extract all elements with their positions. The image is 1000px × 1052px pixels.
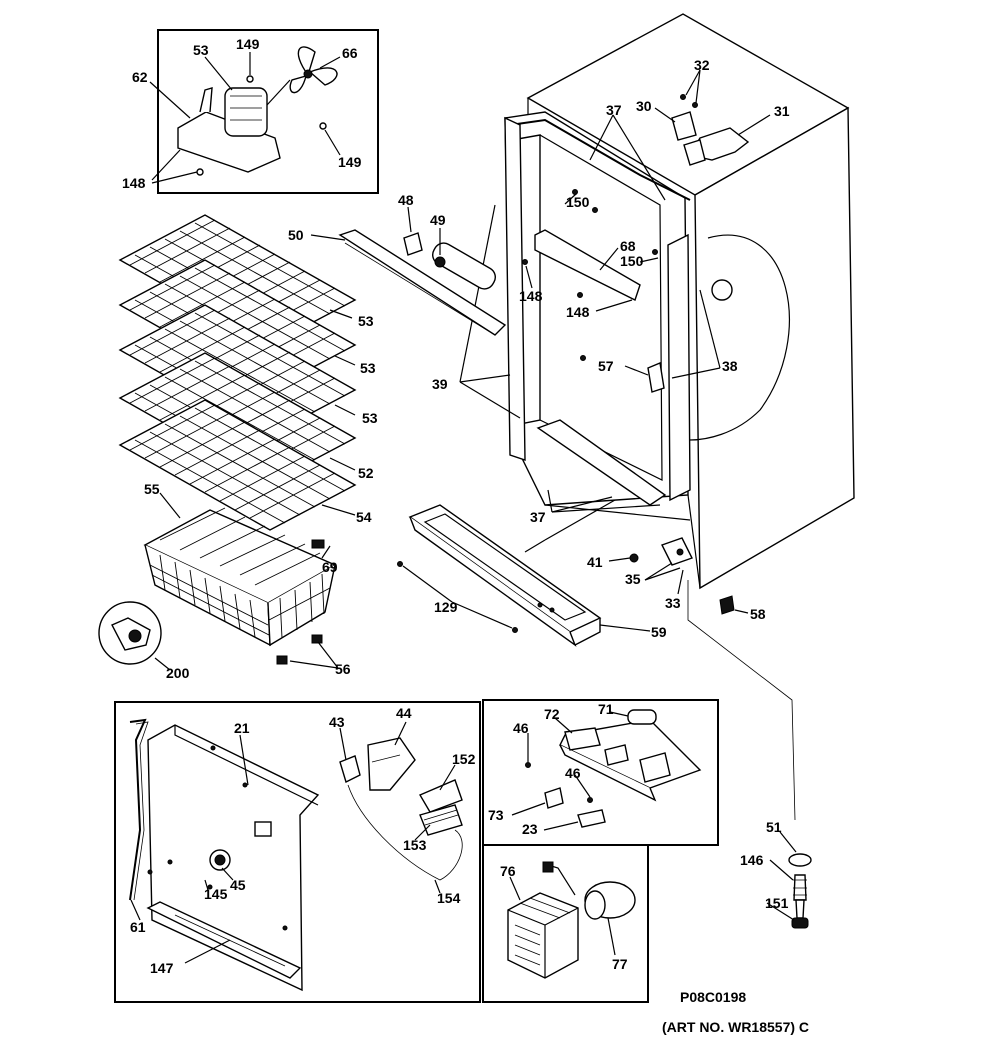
label-145: 145	[204, 886, 228, 902]
label-37b: 37	[530, 509, 546, 525]
label-66: 66	[342, 45, 358, 61]
label-33: 33	[665, 595, 681, 611]
label-200: 200	[166, 665, 190, 681]
label-71: 71	[598, 701, 614, 717]
label-62: 62	[132, 69, 148, 85]
label-52: 52	[358, 465, 374, 481]
label-72: 72	[544, 706, 560, 722]
freezer-cabinet	[504, 13, 855, 590]
label-57: 57	[598, 358, 614, 374]
shelf-5	[118, 399, 357, 531]
label-45: 45	[230, 877, 246, 893]
label-150b: 150	[620, 253, 644, 269]
label-69: 69	[322, 559, 338, 575]
label-151: 151	[765, 895, 789, 911]
label-61: 61	[130, 919, 146, 935]
label-148a: 148	[122, 175, 146, 191]
label-147: 147	[150, 960, 174, 976]
label-149b: 149	[338, 154, 362, 170]
evaporator-cover-inset: 21 43 44 152 153 154 145 45 61 147	[114, 701, 481, 1003]
thermostat-assembly: 32 30 31	[636, 57, 790, 166]
label-32: 32	[694, 57, 710, 73]
label-53c: 53	[360, 360, 376, 376]
label-54: 54	[356, 509, 372, 525]
light-assembly: 48 49 50	[288, 192, 507, 336]
label-35: 35	[625, 571, 641, 587]
kickplate: 129 59	[397, 499, 667, 647]
label-146: 146	[740, 852, 764, 868]
label-153: 153	[403, 837, 427, 853]
label-53a: 53	[193, 42, 209, 58]
label-46b: 46	[565, 765, 581, 781]
art-number: (ART NO. WR18557) C	[662, 1019, 809, 1035]
label-77: 77	[612, 956, 628, 972]
fan-motor-inset: 53 149 66 62 149 148	[122, 29, 379, 194]
label-152: 152	[452, 751, 476, 767]
control-box-inset: 46 72 71 46 73 23	[482, 699, 719, 846]
label-148c: 148	[566, 304, 590, 320]
label-53d: 53	[362, 410, 378, 426]
wire-shelves: 53 53 53 52 54	[118, 214, 378, 531]
label-30: 30	[636, 98, 652, 114]
label-43: 43	[329, 714, 345, 730]
label-58: 58	[750, 606, 766, 622]
freezer-basket: 55 69 56	[143, 481, 351, 677]
label-55: 55	[144, 481, 160, 497]
label-76: 76	[500, 863, 516, 879]
label-38: 38	[722, 358, 738, 374]
label-56: 56	[335, 661, 351, 677]
label-31: 31	[774, 103, 790, 119]
label-37a: 37	[606, 102, 622, 118]
label-154: 154	[437, 890, 461, 906]
label-73: 73	[488, 807, 504, 823]
compressor-parts-inset: 76 77	[482, 844, 649, 1003]
label-46a: 46	[513, 720, 529, 736]
label-48: 48	[398, 192, 414, 208]
label-53b: 53	[358, 313, 374, 329]
label-41: 41	[587, 554, 603, 570]
leveling-leg: 51 146 151	[740, 819, 812, 929]
label-21: 21	[234, 720, 250, 736]
detail-200: 200	[98, 601, 190, 681]
label-150a: 150	[566, 194, 590, 210]
label-39: 39	[432, 376, 448, 392]
label-49: 49	[430, 212, 446, 228]
label-148b: 148	[519, 288, 543, 304]
label-23: 23	[522, 821, 538, 837]
label-51: 51	[766, 819, 782, 835]
label-149a: 149	[236, 36, 260, 52]
label-59: 59	[651, 624, 667, 640]
diagram-code: P08C0198	[680, 989, 746, 1005]
label-44: 44	[396, 705, 412, 721]
label-68: 68	[620, 238, 636, 254]
hinge-assembly: 41 35 33 58	[587, 537, 796, 821]
fan-blade-icon	[289, 46, 338, 94]
label-129: 129	[434, 599, 458, 615]
label-50: 50	[288, 227, 304, 243]
